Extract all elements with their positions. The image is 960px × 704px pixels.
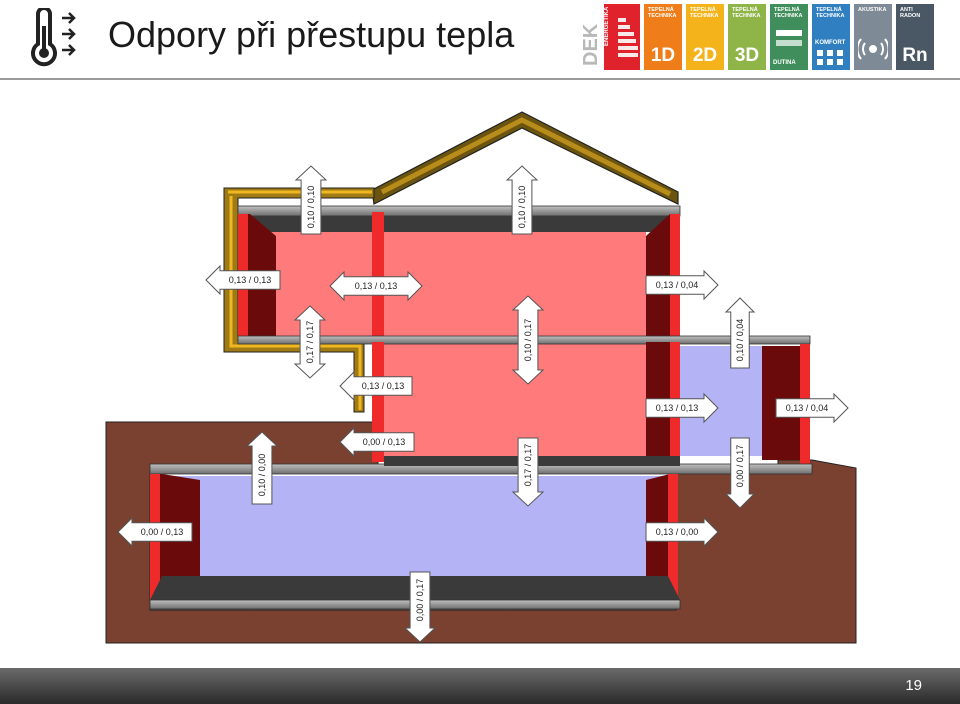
heat-resistance-label: 0,17 / 0,17 [305, 321, 315, 364]
heat-resistance-label: 0,17 / 0,17 [523, 444, 533, 487]
dek-logo-text: DEK [582, 23, 602, 66]
heat-resistance-arrow-a16: 0,00 / 0,13 [117, 516, 193, 548]
product-logos: DEK ENERGETIKA TEPELNÁ TECHNIKA 1D TEPEL… [582, 4, 934, 72]
logo-dutina-main: DUTINA [773, 60, 796, 66]
heat-resistance-label: 0,13 / 0,13 [229, 275, 272, 285]
heat-resistance-label: 0,10 / 0,00 [257, 454, 267, 497]
heat-resistance-arrow-a8: 0,10 / 0,04 [724, 297, 756, 369]
heat-resistance-arrow-a18: 0,00 / 0,17 [403, 571, 437, 643]
heat-resistance-label: 0,13 / 0,13 [362, 381, 405, 391]
heat-resistance-label: 0,00 / 0,17 [415, 579, 425, 622]
heat-resistance-arrow-a7: 0,10 / 0,17 [511, 295, 545, 385]
heat-resistance-arrow-a10: 0,13 / 0,13 [645, 392, 719, 424]
heat-resistance-arrow-a13: 0,10 / 0,00 [245, 431, 279, 505]
heat-resistance-label: 0,00 / 0,13 [141, 527, 184, 537]
sound-waves-icon [858, 38, 888, 60]
heat-resistance-arrow-a15: 0,00 / 0,17 [724, 437, 756, 509]
logo-anti-radon: ANTI RADON Rn [896, 4, 934, 70]
logo-radon-main: Rn [902, 45, 928, 66]
heat-resistance-arrow-a11: 0,13 / 0,04 [775, 392, 849, 424]
logo-2d-main: 2D [692, 45, 718, 66]
logo-komfort: TEPELNÁ TECHNIKA KOMFORT [812, 4, 850, 70]
logo-komfort-main: KOMFORT [815, 40, 846, 46]
partition-upper [372, 212, 384, 338]
roof-insulation [380, 117, 672, 197]
heat-resistance-label: 0,13 / 0,04 [786, 403, 829, 413]
logo-2d: TEPELNÁ TECHNIKA 2D [686, 4, 724, 70]
heat-resistance-arrow-a6: 0,17 / 0,17 [293, 305, 327, 379]
heat-resistance-arrow-a12: 0,00 / 0,13 [339, 426, 415, 458]
heat-resistance-label: 0,13 / 0,00 [656, 527, 699, 537]
thermometer-icon [31, 8, 76, 67]
page-number: 19 [905, 677, 922, 694]
heat-resistance-label: 0,10 / 0,10 [517, 186, 527, 229]
heat-resistance-arrow-a3: 0,13 / 0,13 [205, 264, 281, 296]
logo-1d-top: TEPELNÁ TECHNIKA [648, 7, 677, 19]
dutina-icon [776, 30, 802, 46]
logo-3d-main: 3D [734, 45, 760, 66]
logo-dutina-top: TEPELNÁ TECHNIKA [774, 7, 803, 19]
heat-resistance-label: 0,00 / 0,17 [735, 445, 745, 488]
heat-resistance-arrow-a1: 0,10 / 0,10 [294, 165, 328, 235]
komfort-icon [817, 50, 843, 65]
heat-resistance-arrow-a5: 0,13 / 0,04 [645, 269, 719, 301]
logo-3d: TEPELNÁ TECHNIKA 3D [728, 4, 766, 70]
logo-1d: TEPELNÁ TECHNIKA 1D [644, 4, 682, 70]
dek-logo-icon: DEK [582, 23, 602, 66]
heat-resistance-arrow-a2: 0,10 / 0,10 [505, 165, 539, 235]
logo-2d-top: TEPELNÁ TECHNIKA [690, 7, 719, 19]
heat-resistance-arrow-a14: 0,17 / 0,17 [511, 437, 545, 507]
logo-radon-top: ANTI RADON [900, 7, 921, 19]
house-section-diagram: 0,10 / 0,10 0,10 / 0,10 0,13 / 0,13 0,13 / … [105, 111, 857, 644]
page-title: Odpory při přestupu tepla [108, 14, 515, 55]
heat-resistance-label: 0,10 / 0,10 [306, 186, 316, 229]
heat-resistance-arrow-a17: 0,13 / 0,00 [645, 516, 719, 548]
heat-resistance-label: 0,00 / 0,13 [363, 437, 406, 447]
logo-akustika-top: AKUSTIKA [858, 7, 887, 13]
logo-dutina: TEPELNÁ TECHNIKA DUTINA [770, 4, 808, 70]
heat-resistance-label: 0,10 / 0,04 [735, 319, 745, 362]
energy-bars-icon [618, 18, 638, 57]
logo-akustika: AKUSTIKA [854, 4, 892, 70]
basement-room [160, 476, 672, 576]
logo-1d-main: 1D [650, 45, 676, 66]
logo-komfort-top: TEPELNÁ TECHNIKA [816, 7, 845, 19]
heat-resistance-arrow-a9: 0,13 / 0,13 [339, 370, 413, 402]
heat-resistance-label: 0,13 / 0,04 [656, 280, 699, 290]
heat-resistance-label: 0,10 / 0,17 [523, 319, 533, 362]
header-divider [0, 78, 960, 80]
footer-bar: 19 [0, 668, 960, 704]
middle-room [384, 344, 646, 460]
heat-resistance-label: 0,13 / 0,13 [656, 403, 699, 413]
logo-dek-energetika: DEK ENERGETIKA [582, 4, 640, 70]
logo-3d-top: TEPELNÁ TECHNIKA [732, 7, 761, 19]
heat-resistance-label: 0,13 / 0,13 [355, 281, 398, 291]
roof [371, 111, 679, 205]
heat-resistance-arrow-a4: 0,13 / 0,13 [329, 270, 423, 302]
